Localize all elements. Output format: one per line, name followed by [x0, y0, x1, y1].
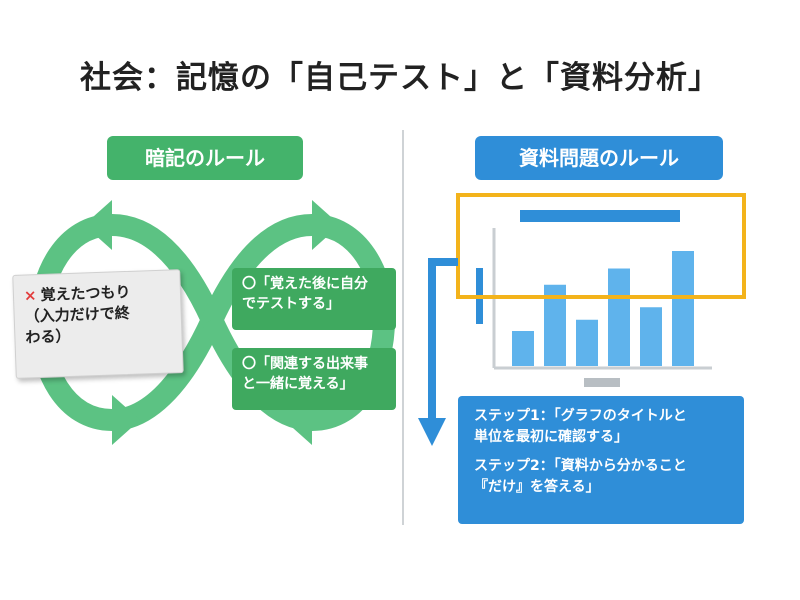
page-title: 社会：記憶の「自己テスト」と「資料分析」	[80, 60, 720, 96]
chart-bar-3	[576, 319, 598, 366]
down-arrow-head	[418, 418, 446, 446]
bad-note-line-1: 覚えたつもり	[40, 282, 131, 304]
chart-bar-6	[672, 251, 694, 366]
center-divider	[402, 130, 404, 525]
step-2: ステップ2：「資料から分かること 『だけ』を答える」	[474, 456, 734, 498]
bad-habit-note: ×覚えたつもり （入力だけで終 わる）	[12, 269, 184, 379]
chart-bar-2	[544, 284, 566, 366]
bar-chart	[456, 193, 746, 387]
chart-x-axis-label-placeholder	[584, 378, 620, 387]
chart-bar-5	[640, 307, 662, 366]
highlight-frame	[456, 193, 746, 299]
arrowhead-top-left	[84, 200, 112, 250]
step-2-line-2: 『だけ』を答える」	[474, 479, 600, 495]
chart-title-placeholder	[520, 210, 680, 222]
arrowhead-top-right	[312, 200, 340, 250]
chart-bars	[512, 251, 694, 366]
step-1-line-2: 単位を最初に確認する」	[474, 429, 628, 445]
good-rule-2-line-1: 〇「関連する出来事	[242, 356, 368, 372]
arrowhead-bottom-left	[112, 395, 140, 445]
good-rule-2-line-2: と一緒に覚える」	[242, 376, 354, 392]
step-2-line-1: ステップ2：「資料から分かること	[474, 458, 687, 474]
chart-bar-4	[608, 268, 630, 366]
chart-bar-1	[512, 331, 534, 366]
document-question-rules-header: 資料問題のルール	[475, 136, 723, 180]
good-rule-self-test: 〇「覚えた後に自分 でテストする」	[232, 268, 396, 330]
bad-note-line-3: わる）	[25, 326, 71, 347]
steps-box: ステップ1：「グラフのタイトルと 単位を最初に確認する」 ステップ2：「資料から…	[458, 396, 744, 524]
good-rule-related-events: 〇「関連する出来事 と一緒に覚える」	[232, 348, 396, 410]
step-1-line-1: ステップ1：「グラフのタイトルと	[474, 408, 687, 424]
down-arrow	[418, 258, 458, 446]
good-rule-1-line-1: 〇「覚えた後に自分	[242, 276, 368, 292]
good-rule-1-line-2: でテストする」	[242, 296, 340, 312]
step-1: ステップ1：「グラフのタイトルと 単位を最初に確認する」	[474, 406, 734, 448]
memorization-rules-header: 暗記のルール	[107, 136, 303, 180]
down-arrow-shaft	[428, 258, 458, 420]
cross-icon: ×	[23, 286, 37, 305]
